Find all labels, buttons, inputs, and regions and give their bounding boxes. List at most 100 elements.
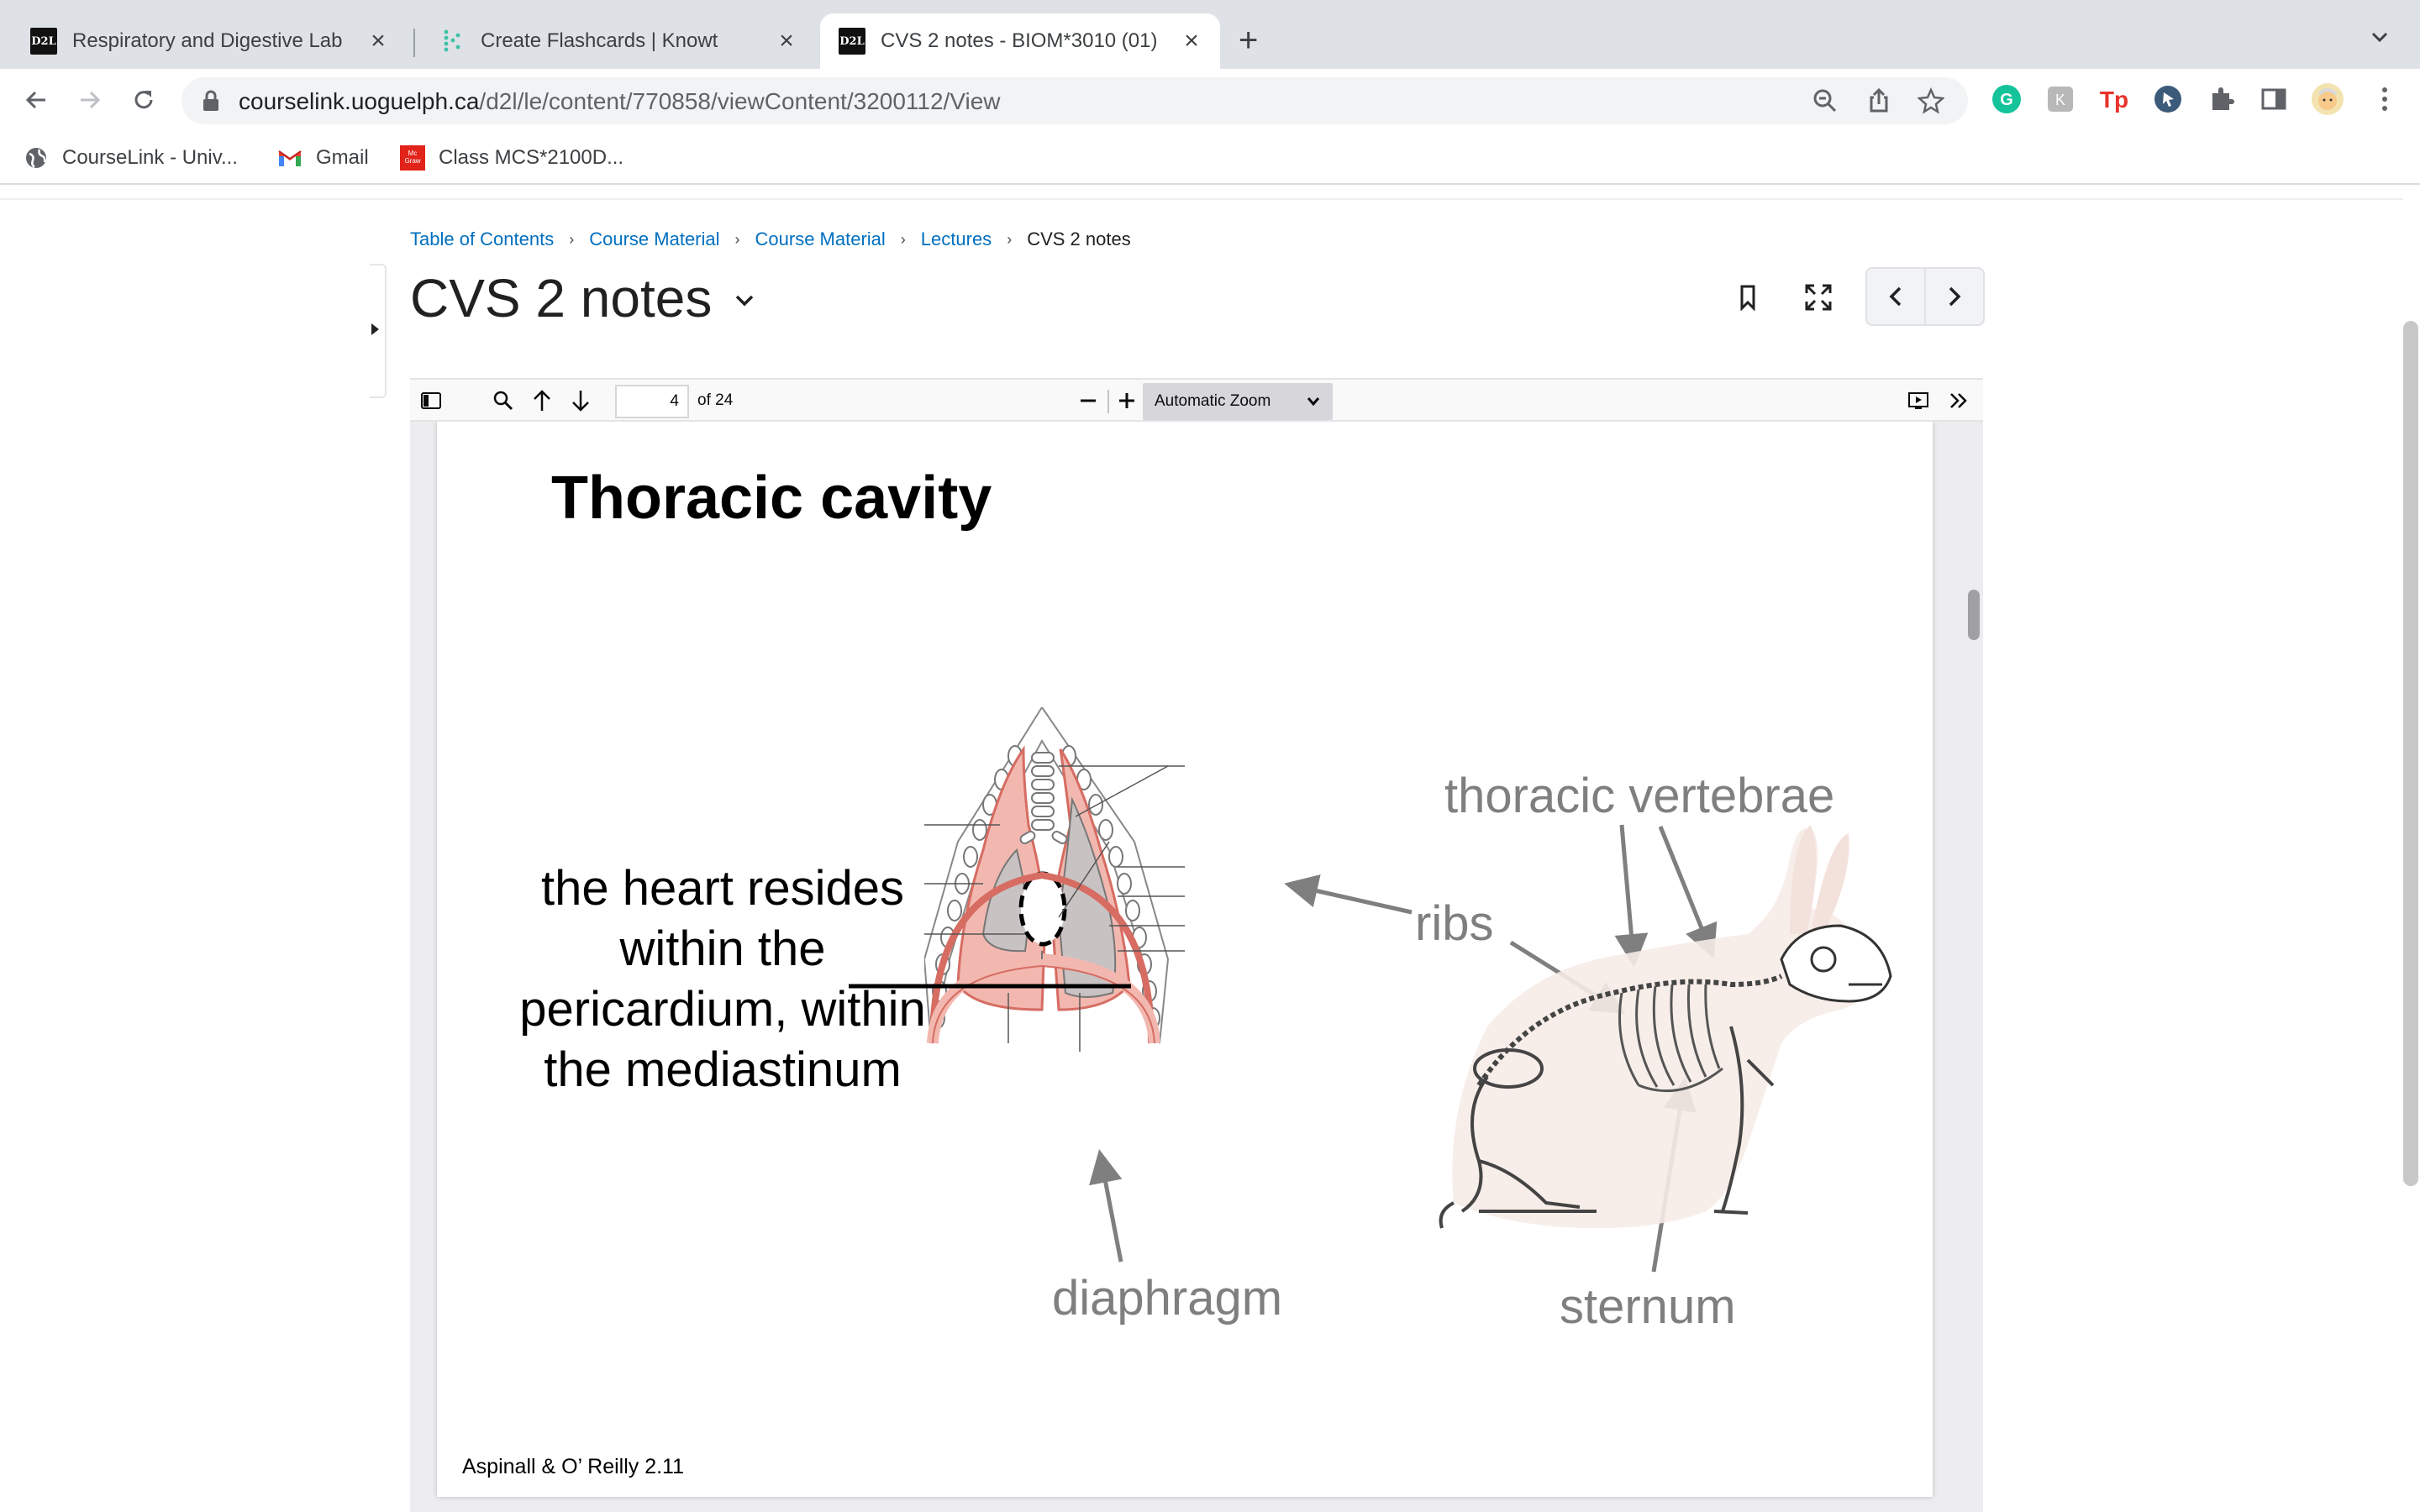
bookmark-star-icon[interactable] [1917,87,1945,118]
pdf-presentation-mode-button[interactable] [1902,385,1934,417]
svg-text:Graw: Graw [404,157,420,165]
diagram-leader-lines [924,765,1185,1052]
rabbit-skeleton-illustration [1439,825,1892,1229]
profile-avatar[interactable] [2311,82,2344,116]
lock-icon[interactable] [202,89,220,117]
zoom-icon[interactable] [1812,87,1839,118]
breadcrumb-separator: › [900,230,906,248]
tp-extension-icon[interactable]: Tp [2097,82,2131,116]
trachea [1019,752,1068,844]
page-title[interactable]: CVS 2 notes [410,267,755,329]
toggle-sidebar-button[interactable] [415,385,447,417]
minus-icon [1081,399,1096,402]
pdf-next-page-button[interactable] [565,385,597,417]
breadcrumb-table-of-contents[interactable]: Table of Contents [410,228,555,249]
rabbit-front-leg [1713,1026,1775,1215]
side-panel-icon[interactable] [2257,82,2291,116]
pdf-zoom-in-button[interactable] [1111,385,1143,417]
thoracic-cavity-diagram [924,707,1185,1052]
forward-button[interactable] [71,81,109,119]
url-text[interactable]: courselink.uoguelph.ca/d2l/le/content/77… [239,88,1001,115]
browser-toolbar: courselink.uoguelph.ca/d2l/le/content/77… [0,69,2420,131]
close-icon[interactable]: × [779,27,794,55]
breadcrumb-course-material-sub[interactable]: Course Material [755,228,886,249]
cursor-extension-icon[interactable] [2151,82,2185,116]
svg-text:Mc: Mc [408,150,418,157]
address-bar[interactable]: courselink.uoguelph.ca/d2l/le/content/77… [182,77,1968,124]
breadcrumb: Table of Contents › Course Material › Co… [410,228,1131,250]
extension-gray-icon[interactable]: K [2044,82,2077,116]
bookmark-icon [1740,285,1755,311]
fullscreen-icon [1805,284,1832,311]
pdf-toolbar: 4 of 24 Automatic Zoom [410,378,1983,422]
sidebar-icon [421,392,441,409]
close-icon[interactable]: × [371,27,386,55]
header-divider [0,198,2403,200]
d2l-favicon-icon: D2L [839,28,865,55]
back-button[interactable] [17,81,55,119]
grammarly-icon[interactable]: G [1990,82,2023,116]
pdf-zoom-out-button[interactable] [1072,385,1104,417]
svg-text:Tp: Tp [2100,87,2128,113]
tab-separator [413,29,415,57]
chevron-down-icon [1307,397,1320,407]
slide-citation: Aspinall & O’ Reilly 2.11 [462,1455,685,1478]
slide-title: Thoracic cavity [551,465,992,532]
page-title-text: CVS 2 notes [410,268,713,328]
svg-text:G: G [2000,91,2013,109]
breadcrumb-lectures[interactable]: Lectures [920,228,992,249]
label-ribs: ribs [1415,896,1494,951]
fullscreen-button[interactable] [1795,274,1842,321]
chevron-down-icon [736,295,754,307]
bookmark-button[interactable] [1724,274,1771,321]
page-scrollbar-thumb[interactable] [2403,321,2418,1186]
pdf-find-button[interactable] [487,385,519,417]
breadcrumb-separator: › [734,230,740,248]
pdf-page: Thoracic cavity [437,422,1933,1497]
sidebar-toggle[interactable] [370,264,387,398]
tab-title: Respiratory and Digestive Lab [72,29,343,52]
rabbit-ribs [1618,984,1723,1093]
tab-search-chevron-icon[interactable] [2368,25,2391,53]
url-path: /d2l/le/content/770858/viewContent/32001… [479,88,1001,114]
pdf-zoom-select[interactable]: Automatic Zoom [1143,383,1333,420]
arrow-down-icon [572,391,589,412]
vertebrae-arrow-2 [1658,826,1718,959]
next-topic-button[interactable] [1926,269,1983,324]
pdf-page-number-input[interactable]: 4 [615,385,689,418]
url-host: courselink.uoguelph.ca [239,88,480,114]
breadcrumb-current: CVS 2 notes [1027,228,1131,249]
menu-kebab-icon[interactable] [2368,82,2402,116]
bookmark-courselink[interactable]: CourseLink - Univ... [24,143,238,173]
back-arrow-icon [25,91,45,109]
tab-respiratory-lab[interactable]: D2L Respiratory and Digestive Lab × [12,13,407,69]
pdf-viewer-container[interactable]: Thoracic cavity [410,422,1983,1512]
pdf-scrollbar-thumb[interactable] [1968,590,1980,640]
reload-button[interactable] [124,81,163,119]
gmail-icon [277,145,302,171]
extensions-puzzle-icon[interactable] [2205,82,2238,116]
tab-knowt[interactable]: Create Flashcards | Knowt × [420,13,815,69]
tab-title: Create Flashcards | Knowt [481,29,718,52]
double-chevron-right-icon [1950,393,1967,408]
knowt-icon [439,28,466,55]
tab-strip: D2L Respiratory and Digestive Lab × Crea… [0,0,2420,69]
close-icon[interactable]: × [1184,27,1199,55]
breadcrumb-separator: › [1007,230,1013,248]
zoom-divider [1107,390,1109,413]
bookmark-gmail[interactable]: Gmail [277,143,369,173]
chevron-left-icon [1889,286,1902,307]
breadcrumb-separator: › [569,230,575,248]
pdf-previous-page-button[interactable] [526,385,558,417]
new-tab-button[interactable]: + [1239,22,1259,59]
bookmark-label: Gmail [316,146,369,169]
zoom-select-value: Automatic Zoom [1155,392,1271,410]
tab-cvs2-notes[interactable]: D2L CVS 2 notes - BIOM*3010 (01) × [820,13,1220,69]
pdf-tools-button[interactable] [1943,385,1975,417]
share-icon[interactable] [1865,87,1892,118]
previous-topic-button[interactable] [1867,269,1926,324]
chevron-right-icon [1949,286,1961,307]
breadcrumb-course-material[interactable]: Course Material [589,228,720,249]
